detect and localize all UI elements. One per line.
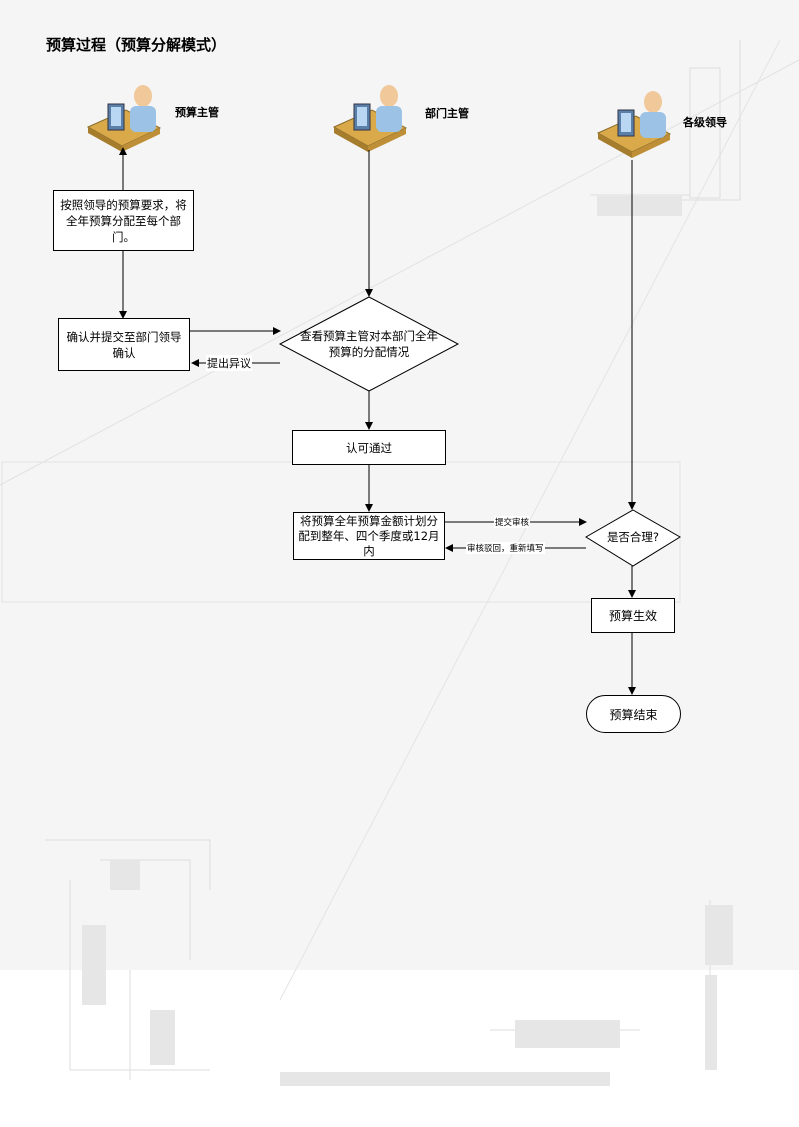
label-submit-review: 提交审核: [494, 516, 531, 528]
diamond-review: [278, 296, 460, 392]
person-computer-icon: [86, 85, 162, 152]
node-review-allocation[interactable]: 查看预算主管对本部门全年预算的分配情况: [300, 329, 438, 359]
node-reasonable[interactable]: 是否合理?: [606, 530, 660, 544]
node-plan-allocate[interactable]: 将预算全年预算金额计划分配到整年、四个季度或12月内: [293, 512, 445, 560]
role-budget-manager: 预算主管: [175, 106, 219, 119]
node-confirm-submit[interactable]: 确认并提交至部门领导确认: [58, 318, 190, 371]
role-dept-manager: 部门主管: [425, 107, 469, 120]
person-computer-icon: [596, 91, 672, 158]
page-title: 预算过程（预算分解模式）: [46, 36, 227, 54]
label-objection: 提出异议: [206, 355, 252, 371]
node-approve[interactable]: 认可通过: [292, 430, 446, 465]
node-end[interactable]: 预算结束: [586, 695, 681, 733]
diamond-reasonable: [585, 509, 681, 567]
node-effective[interactable]: 预算生效: [591, 598, 675, 633]
label-return-refill: 审核驳回，重新填写: [466, 542, 545, 554]
node-allocate[interactable]: 按照领导的预算要求，将全年预算分配至每个部门。: [53, 190, 194, 251]
role-leaders: 各级领导: [683, 116, 727, 129]
person-computer-icon: [332, 85, 408, 152]
